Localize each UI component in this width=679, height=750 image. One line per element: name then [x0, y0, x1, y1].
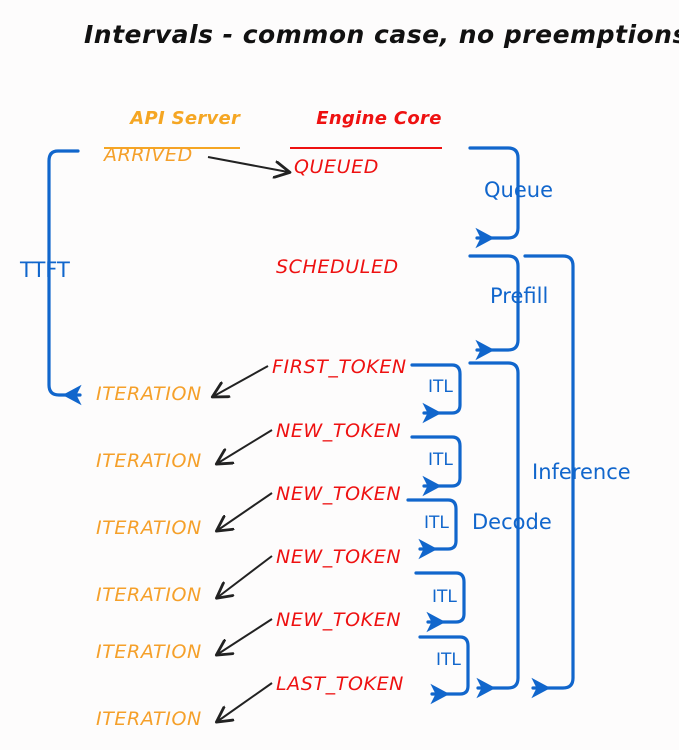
state-new-token-1: NEW_TOKEN: [276, 420, 402, 442]
bracket-ttft: [47, 149, 82, 406]
state-first-token: FIRST_TOKEN: [272, 356, 407, 378]
state-iteration-2: ITERATION: [96, 450, 202, 472]
state-new-token-3: NEW_TOKEN: [276, 546, 402, 568]
state-queued: QUEUED: [294, 156, 380, 178]
label-queue: Queue: [484, 178, 553, 202]
bracket-itl-4: [414, 571, 466, 633]
page-title: Intervals - common case, no preemptions: [84, 20, 679, 49]
state-arrived: ARRIVED: [104, 144, 193, 166]
bracket-itl-2: [410, 435, 462, 497]
state-last-token: LAST_TOKEN: [276, 673, 404, 695]
bracket-itl-3: [406, 498, 458, 560]
bracket-itl-1: [410, 363, 462, 424]
label-itl-3: ITL: [424, 513, 449, 533]
arrow-first-token-to-iteration: [214, 365, 269, 396]
label-itl-5: ITL: [436, 650, 461, 670]
state-new-token-4: NEW_TOKEN: [276, 609, 402, 631]
arrow-new-token-to-iteration-2: [218, 492, 273, 530]
label-itl-2: ITL: [428, 450, 453, 470]
state-iteration-4: ITERATION: [96, 584, 202, 606]
label-itl-4: ITL: [432, 587, 457, 607]
underline-rule: [290, 147, 442, 149]
bracket-inference: [523, 254, 575, 699]
label-inference: Inference: [532, 460, 631, 484]
state-iteration-5: ITERATION: [96, 641, 202, 663]
column-header-engine-core: Engine Core: [290, 92, 442, 185]
column-header-api-server: API Server: [104, 92, 241, 185]
bracket-itl-5: [418, 635, 470, 705]
state-iteration-3: ITERATION: [96, 517, 202, 539]
underline-rule: [104, 147, 241, 149]
bracket-decode: [468, 361, 520, 699]
arrow-last-token-to-iteration: [218, 682, 273, 721]
label-prefill: Prefill: [490, 284, 549, 308]
state-iteration-6: ITERATION: [96, 708, 202, 730]
state-new-token-2: NEW_TOKEN: [276, 483, 402, 505]
state-scheduled: SCHEDULED: [276, 256, 399, 278]
column-header-api-server-label: API Server: [130, 108, 241, 129]
state-iteration-1: ITERATION: [96, 383, 202, 405]
arrow-arrived-to-queued: [207, 156, 288, 172]
label-itl-1: ITL: [428, 377, 453, 397]
column-header-engine-core-label: Engine Core: [316, 108, 442, 129]
arrow-new-token-to-iteration-3: [218, 555, 273, 597]
arrow-new-token-to-iteration-1: [218, 429, 273, 463]
bracket-queue: [468, 146, 520, 249]
arrow-new-token-to-iteration-4: [218, 618, 273, 654]
label-ttft: TTFT: [20, 258, 70, 282]
label-decode: Decode: [472, 510, 552, 534]
bracket-prefill: [468, 254, 520, 361]
